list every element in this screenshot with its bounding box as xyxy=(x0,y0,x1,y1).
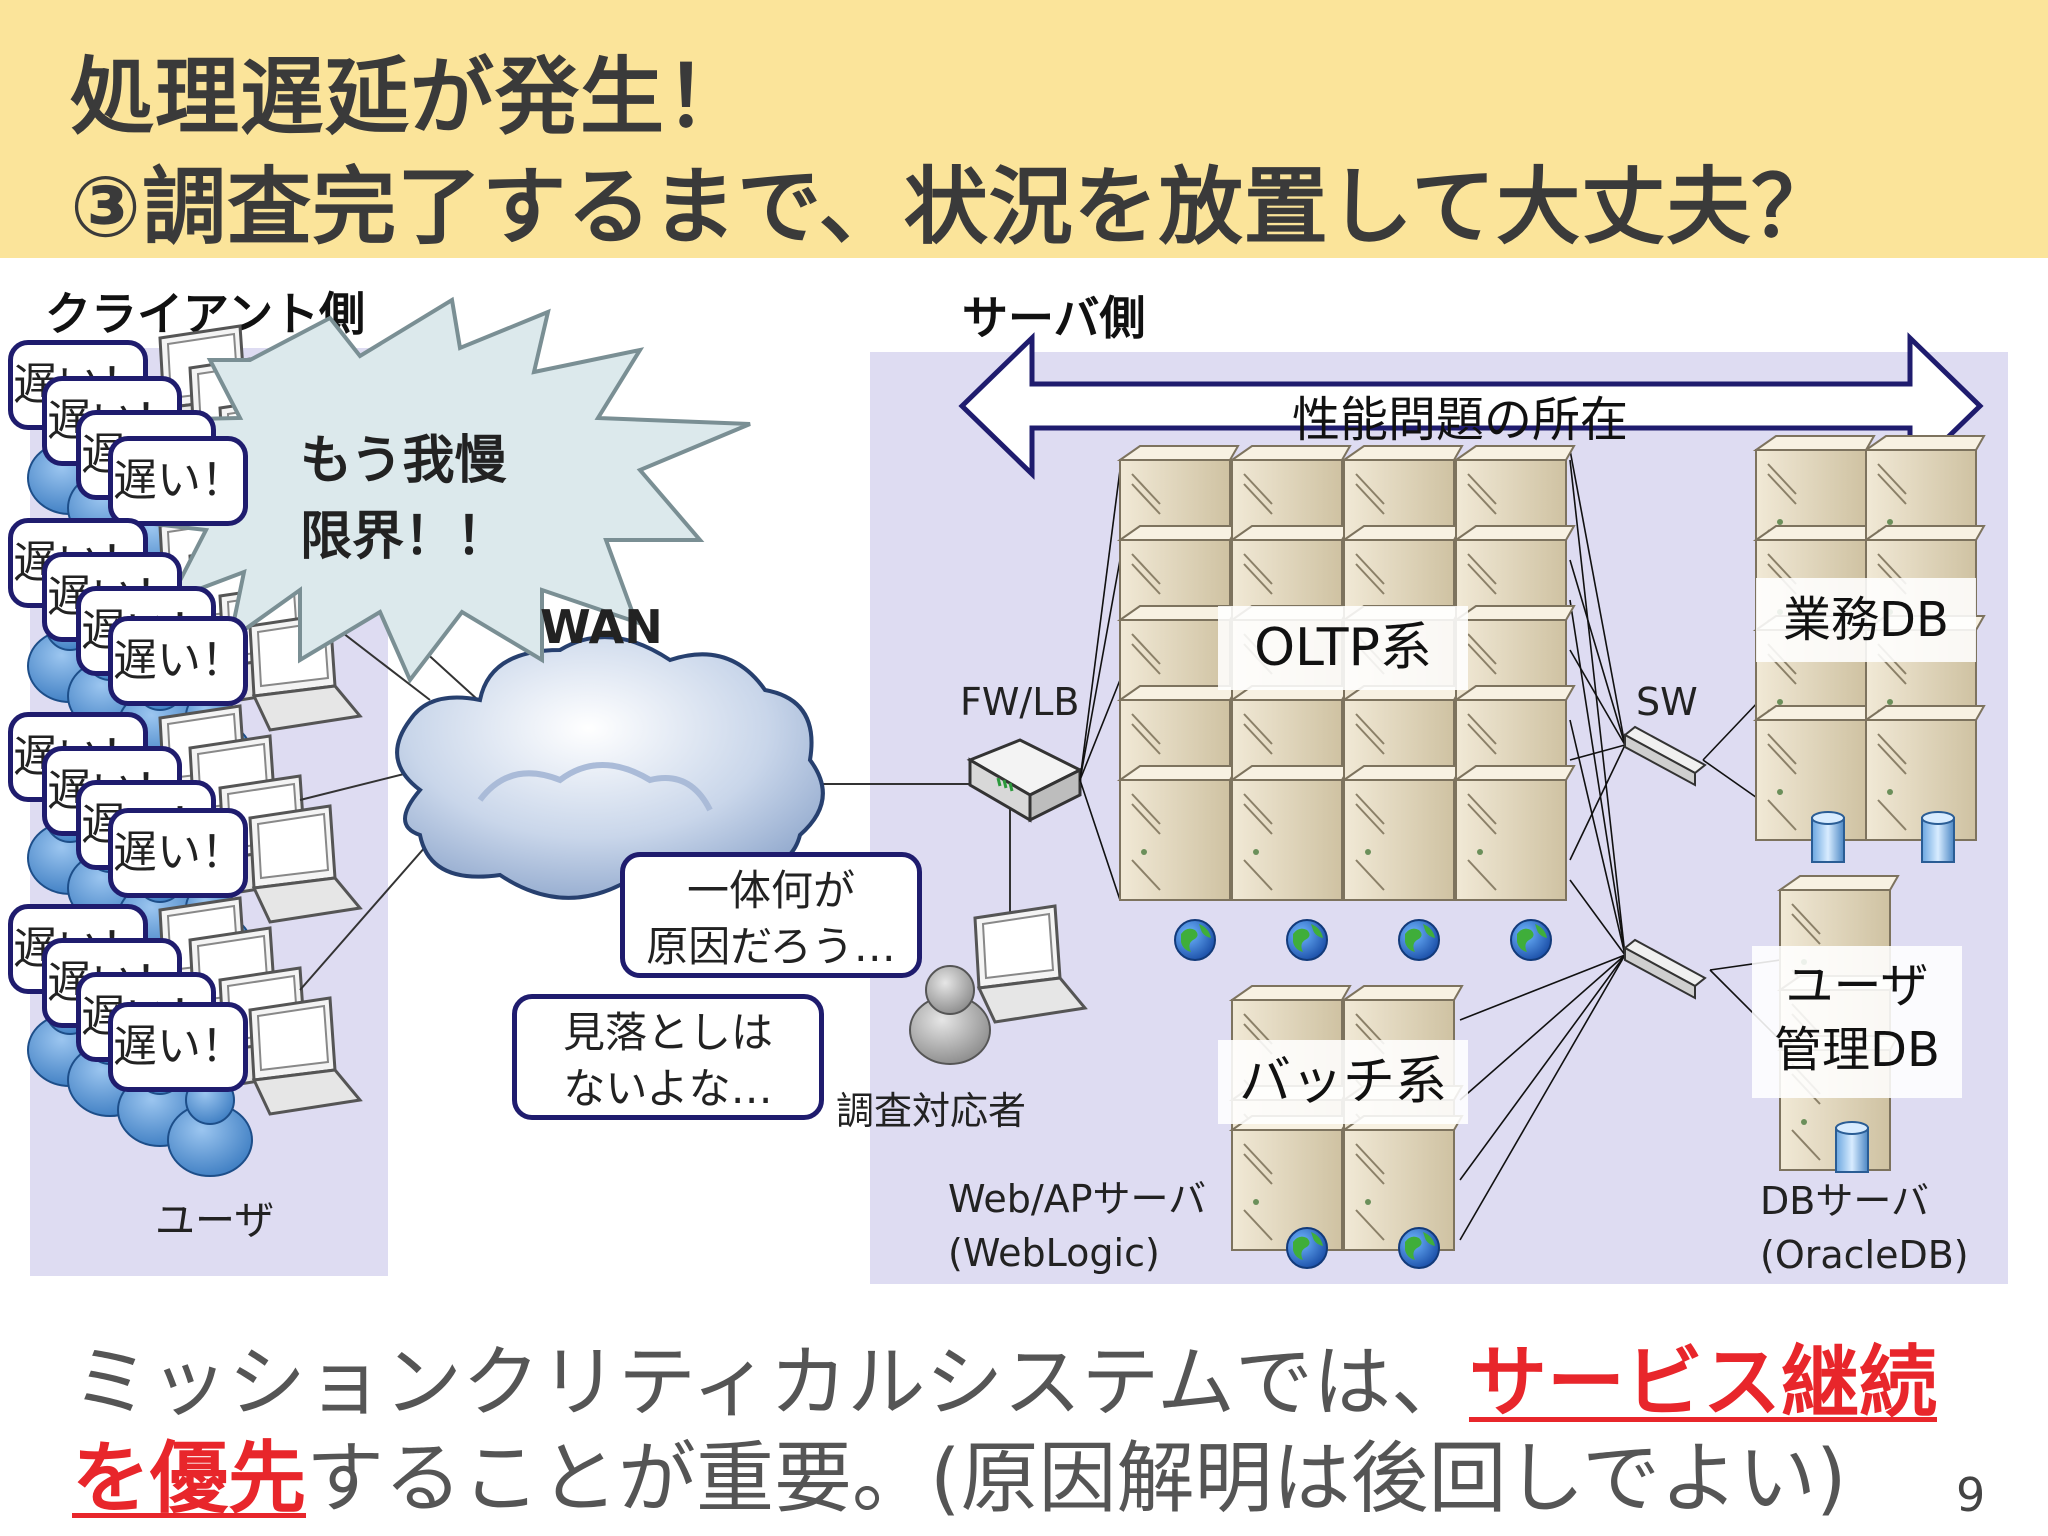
title-line-2: ③調査完了するまで、状況を放置して大丈夫？ xyxy=(70,158,1837,256)
fwlb-device xyxy=(966,738,1084,823)
slow-bubble: 遅い！ xyxy=(108,616,248,706)
wan-cloud xyxy=(395,635,825,900)
web-ap-caption-line-1: Web/APサーバ xyxy=(948,1177,1207,1221)
db-server-caption: DBサーバ (OracleDB) xyxy=(1760,1174,1969,1282)
title-band xyxy=(0,0,2048,258)
thought-bubble-cause-line-2: 原因だろう… xyxy=(646,922,896,971)
gyomu-db-label: 業務DB xyxy=(1756,578,1976,662)
gyomu-db-servers xyxy=(1755,435,1985,863)
footer-emphasis-1: サービス継続 xyxy=(1468,1338,1937,1428)
footer-text-1: ミッションクリティカルシステムでは、 xyxy=(72,1338,1469,1428)
server-links xyxy=(1079,449,1781,1241)
user-db-server xyxy=(1779,875,1899,1173)
footer-text-2: することが重要。(原因解明は後回しでよい) xyxy=(306,1434,1847,1524)
sw-switch-upper xyxy=(1623,725,1707,787)
investigator-label: 調査対応者 xyxy=(836,1089,1027,1133)
batch-servers xyxy=(1231,985,1463,1269)
thought-bubble-oversight-line-2: ないよな… xyxy=(563,1064,773,1113)
burst-text-line-2: 限界！！ xyxy=(300,507,509,567)
user-label: ユーザ xyxy=(155,1198,275,1244)
thought-bubble-oversight: 見落としは ないよな… xyxy=(512,994,824,1120)
page-number: 9 xyxy=(1956,1468,1986,1522)
user-db-label: ユーザ 管理DB xyxy=(1752,946,1962,1098)
thought-bubble-oversight-line-1: 見落としは xyxy=(562,1008,773,1057)
footer-line-1: ミッションクリティカルシステムでは、サービス継続 xyxy=(72,1320,1937,1432)
slow-bubble: 遅い！ xyxy=(108,1002,248,1092)
sw-switch-lower xyxy=(1623,938,1707,1000)
slow-bubble: 遅い！ xyxy=(108,436,248,526)
performance-problem-label: 性能問題の所在 xyxy=(1292,392,1629,448)
title-line-1: 処理遅延が発生！ xyxy=(70,48,751,146)
slow-bubble: 遅い！ xyxy=(108,808,248,898)
db-server-caption-line-2: (OracleDB) xyxy=(1760,1233,1969,1277)
web-ap-caption-line-2: (WebLogic) xyxy=(948,1231,1160,1275)
oltp-label: OLTP系 xyxy=(1218,606,1468,690)
db-server-caption-line-1: DBサーバ xyxy=(1760,1179,1929,1223)
investigator-person xyxy=(909,965,991,1065)
footer-line-2: を優先することが重要。(原因解明は後回しでよい) xyxy=(72,1416,1847,1528)
performance-double-arrow xyxy=(958,332,1984,480)
fwlb-label: FW/LB xyxy=(960,680,1080,724)
burst-text-line-1: もう我慢 xyxy=(300,431,507,491)
footer-emphasis-2: を優先 xyxy=(72,1434,307,1524)
user-db-label-line-2: 管理DB xyxy=(1774,1022,1940,1078)
user-db-label-line-1: ユーザ xyxy=(1785,958,1929,1014)
thought-bubble-cause: 一体何が 原因だろう… xyxy=(620,852,922,978)
sw-label: SW xyxy=(1636,680,1698,724)
web-ap-caption: Web/APサーバ (WebLogic) xyxy=(948,1172,1206,1280)
batch-label: バッチ系 xyxy=(1218,1040,1468,1124)
thought-bubble-cause-line-1: 一体何が xyxy=(686,866,855,915)
server-section-label: サーバ側 xyxy=(962,291,1146,345)
wan-label: WAN xyxy=(540,600,663,654)
oltp-servers xyxy=(1119,445,1575,961)
